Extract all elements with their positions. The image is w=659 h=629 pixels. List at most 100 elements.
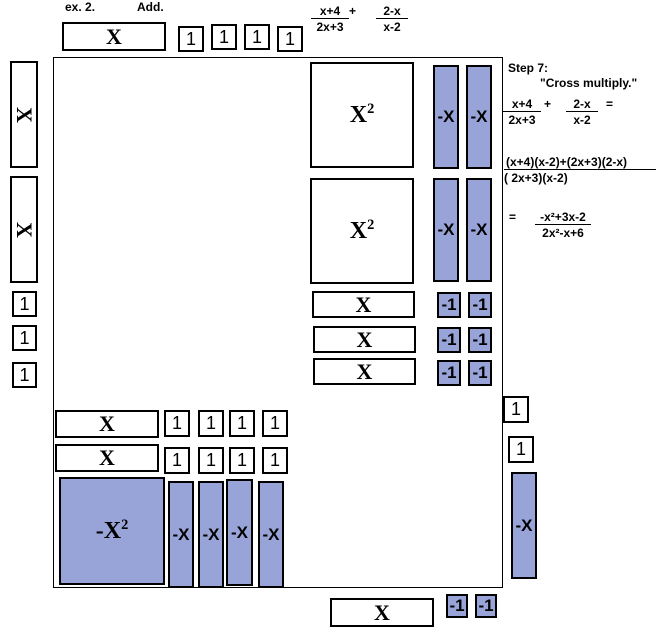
x-tile[interactable]: X — [312, 291, 415, 318]
neg-x-tile[interactable]: -X — [198, 481, 224, 588]
unit-tile[interactable]: 1 — [244, 24, 270, 50]
unit-tile[interactable]: 1 — [178, 26, 204, 52]
header-fraction-2-den: x-2 — [383, 20, 401, 34]
step-eq1-f1-den: 2x+3 — [508, 113, 536, 127]
unit-tile-label: 1 — [284, 28, 295, 49]
step-title: Step 7: — [508, 61, 549, 75]
neg-unit-tile[interactable]: -1 — [437, 292, 461, 318]
x-tile[interactable]: X — [313, 326, 416, 353]
neg-x-tile[interactable]: -X — [168, 481, 194, 588]
step-eq1-f1-num: x+4 — [503, 97, 541, 112]
neg-x-tile[interactable]: -X — [226, 479, 253, 586]
neg-x-label: -X — [515, 515, 533, 535]
header-fraction-1: x+4 2x+3 — [311, 4, 349, 34]
x-squared-tile[interactable]: X2 — [310, 178, 414, 284]
step-eq2-fraction: (x+4)(x-2)+(2x+3)(2-x) ( 2x+3)(x-2) — [504, 155, 656, 185]
step-eq2-num: (x+4)(x-2)+(2x+3)(2-x) — [504, 155, 656, 170]
header-fraction-2-num: 2-x — [376, 4, 408, 19]
unit-tile[interactable]: 1 — [12, 362, 37, 388]
x-squared-label: X2 — [349, 101, 375, 128]
neg-unit-tile[interactable]: -1 — [446, 594, 468, 618]
unit-tile[interactable]: 1 — [12, 291, 37, 317]
x-squared-tile[interactable]: X2 — [310, 62, 414, 168]
neg-x-tile[interactable]: -X — [466, 65, 492, 169]
neg-unit-label: -1 — [472, 295, 488, 314]
operation-label: Add. — [137, 0, 164, 14]
neg-x-label: -X — [172, 524, 190, 544]
unit-tile[interactable]: 1 — [12, 325, 37, 351]
neg-x-squared-tile[interactable]: -X2 — [59, 477, 165, 585]
unit-tile-label: 1 — [205, 413, 216, 433]
x-squared-label: X2 — [349, 217, 375, 244]
neg-unit-tile[interactable]: -1 — [437, 360, 461, 386]
unit-tile[interactable]: 1 — [503, 396, 529, 423]
unit-tile[interactable]: 1 — [508, 436, 534, 463]
neg-x-label: -X — [470, 107, 488, 126]
unit-tile[interactable]: 1 — [277, 26, 303, 52]
unit-tile-label: 1 — [269, 413, 280, 433]
x-tile-label: X — [355, 291, 372, 317]
step-eq1-fraction-1: x+4 2x+3 — [503, 97, 541, 127]
unit-tile[interactable]: 1 — [229, 410, 255, 437]
x-tile[interactable]: X — [313, 358, 416, 385]
unit-tile-label: 1 — [515, 439, 526, 459]
unit-tile-label: 1 — [171, 450, 182, 470]
unit-tile-label: 1 — [19, 327, 30, 348]
neg-unit-tile[interactable]: -1 — [468, 327, 492, 353]
neg-x-tile[interactable]: -X — [511, 472, 537, 579]
unit-tile[interactable]: 1 — [164, 410, 190, 437]
neg-x-label: -X — [437, 107, 455, 126]
unit-tile-label: 1 — [218, 26, 229, 47]
unit-tile-label: 1 — [185, 28, 196, 49]
header-fraction-2: 2-x x-2 — [376, 4, 408, 34]
neg-unit-label: -1 — [472, 363, 488, 382]
step-eq3-equals: = — [509, 210, 517, 224]
x-tile[interactable]: X — [62, 22, 166, 51]
step-eq1-f2-num: 2-x — [566, 97, 598, 112]
neg-unit-label: -1 — [441, 295, 457, 314]
neg-x-label: -X — [262, 524, 280, 544]
step-eq2-den: ( 2x+3)(x-2) — [504, 171, 568, 185]
x-tile-label: X — [374, 599, 390, 625]
x-tile-label: X — [11, 221, 37, 238]
example-label: ex. 2. — [65, 0, 96, 14]
unit-tile[interactable]: 1 — [198, 410, 224, 437]
neg-x-label: -X — [470, 220, 488, 239]
neg-x-label: -X — [437, 220, 455, 239]
neg-unit-label: -1 — [441, 330, 457, 349]
neg-unit-label: -1 — [478, 596, 494, 615]
neg-x-tile[interactable]: -X — [258, 481, 284, 588]
header-plus: + — [349, 4, 357, 18]
neg-x-squared-label: -X2 — [95, 517, 129, 544]
neg-unit-tile[interactable]: -1 — [437, 327, 461, 353]
x-tile[interactable]: X — [330, 598, 434, 627]
step-instruction: "Cross multiply." — [540, 76, 638, 90]
neg-x-tile[interactable]: -X — [433, 65, 459, 169]
neg-unit-label: -1 — [449, 596, 465, 615]
unit-tile-label: 1 — [269, 450, 280, 470]
header-fraction-1-num: x+4 — [311, 4, 349, 19]
x-tile-label: X — [356, 358, 373, 384]
neg-x-label: -X — [231, 522, 248, 542]
neg-unit-label: -1 — [472, 330, 488, 349]
header-fraction-1-den: 2x+3 — [316, 20, 344, 34]
unit-tile[interactable]: 1 — [229, 447, 255, 474]
neg-x-tile[interactable]: -X — [433, 178, 459, 282]
unit-tile-label: 1 — [171, 413, 182, 433]
x-tile[interactable]: X — [55, 410, 159, 438]
neg-unit-tile[interactable]: -1 — [468, 292, 492, 318]
x-tile[interactable]: X — [55, 444, 159, 472]
unit-tile[interactable]: 1 — [211, 24, 237, 50]
unit-tile[interactable]: 1 — [262, 447, 288, 474]
unit-tile[interactable]: 1 — [262, 410, 288, 437]
step-eq1-fraction-2: 2-x x-2 — [566, 97, 598, 127]
neg-x-tile[interactable]: -X — [466, 178, 492, 282]
unit-tile-label: 1 — [510, 399, 521, 419]
x-tile-vertical[interactable]: X — [10, 61, 38, 168]
neg-unit-tile[interactable]: -1 — [468, 360, 492, 386]
unit-tile-label: 1 — [251, 26, 262, 47]
unit-tile[interactable]: 1 — [164, 447, 190, 474]
neg-unit-tile[interactable]: -1 — [475, 594, 497, 618]
x-tile-vertical[interactable]: X — [10, 176, 38, 283]
unit-tile[interactable]: 1 — [198, 447, 224, 474]
